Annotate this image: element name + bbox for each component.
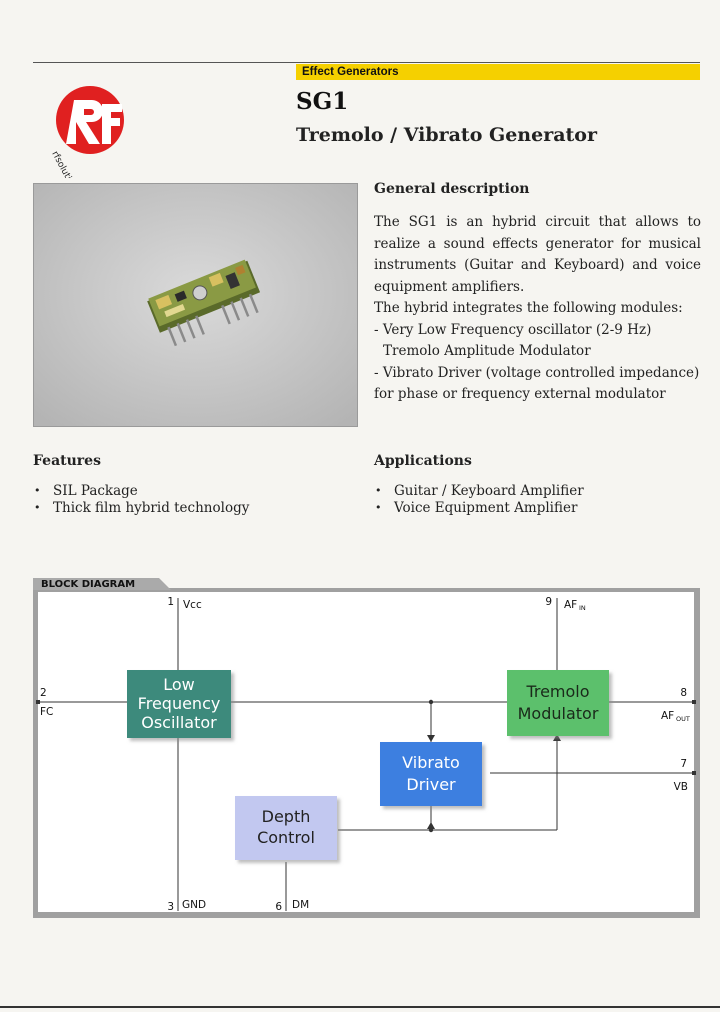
pin-label: AF [564,599,577,611]
oscillator-label: Frequency [138,694,221,713]
applications-title: Applications [374,453,472,469]
vibrato-label: Driver [406,775,456,794]
oscillator-label: Low [163,675,195,694]
pin-number: 3 [167,901,174,913]
oscillator-label: Oscillator [141,713,217,732]
pin-label-subscript: OUT [676,715,690,723]
pin-number: 8 [680,687,687,699]
oscillator-block [127,670,231,738]
module-item: Tremolo Amplitude Modulator [383,343,591,359]
tremolo-label: Modulator [518,704,599,723]
module-item: - Vibrato Driver (voltage controlled imp… [374,364,700,403]
pin-number: 9 [545,596,552,608]
diagram-panel [38,592,694,912]
vibrato-label: Vibrato [402,753,460,772]
pin-label-subscript: IN [579,604,586,612]
vibrato-block [380,742,482,806]
depth-label: Depth [262,807,311,826]
product-title: SG1 [296,88,349,115]
pin-label: GND [182,899,206,911]
product-subtitle: Tremolo / Vibrato Generator [296,124,597,146]
depth-label: Control [257,828,315,847]
list-item: SIL Package [33,483,249,500]
block-diagram: BLOCK DIAGRAM Low Frequency Os [33,578,700,918]
list-item: Voice Equipment Amplifier [374,500,584,517]
svg-text:rfsolutions: rfsolutions [49,150,80,178]
category-banner: Effect Generators [296,64,700,80]
list-item: Guitar / Keyboard Amplifier [374,483,584,500]
depth-block [235,796,337,860]
pin-label: VB [674,781,688,793]
page-bottom-rule [0,1006,720,1008]
pin-number: 6 [275,901,282,913]
general-description-paragraph: The SG1 is an hybrid circuit that allows… [374,214,701,295]
tremolo-block [507,670,609,736]
pin-label: AF [661,710,674,722]
general-description-title: General description [374,181,530,197]
features-list: SIL Package Thick film hybrid technology [33,483,249,516]
features-title: Features [33,453,101,469]
general-description-paragraph: The hybrid integrates the following modu… [374,300,683,316]
module-item: - Very Low Frequency oscillator (2-9 Hz) [374,321,652,338]
rf-logo: rfsolutions [30,78,140,196]
list-item: Thick film hybrid technology [33,500,249,517]
diagram-tab [33,578,171,590]
pin-label: Vcc [183,599,202,611]
pin-number: 2 [40,687,47,699]
applications-list: Guitar / Keyboard Amplifier Voice Equipm… [374,483,584,516]
pin-number: 1 [167,596,174,608]
diagram-title: BLOCK DIAGRAM [41,579,135,590]
product-photo [33,183,358,427]
pin-label: DM [292,899,309,911]
pin-number: 7 [680,758,687,770]
header-rule [33,62,700,63]
general-description-body: The SG1 is an hybrid circuit that allows… [374,212,701,406]
pin-label: FC [40,706,53,718]
tremolo-label: Tremolo [525,682,589,701]
